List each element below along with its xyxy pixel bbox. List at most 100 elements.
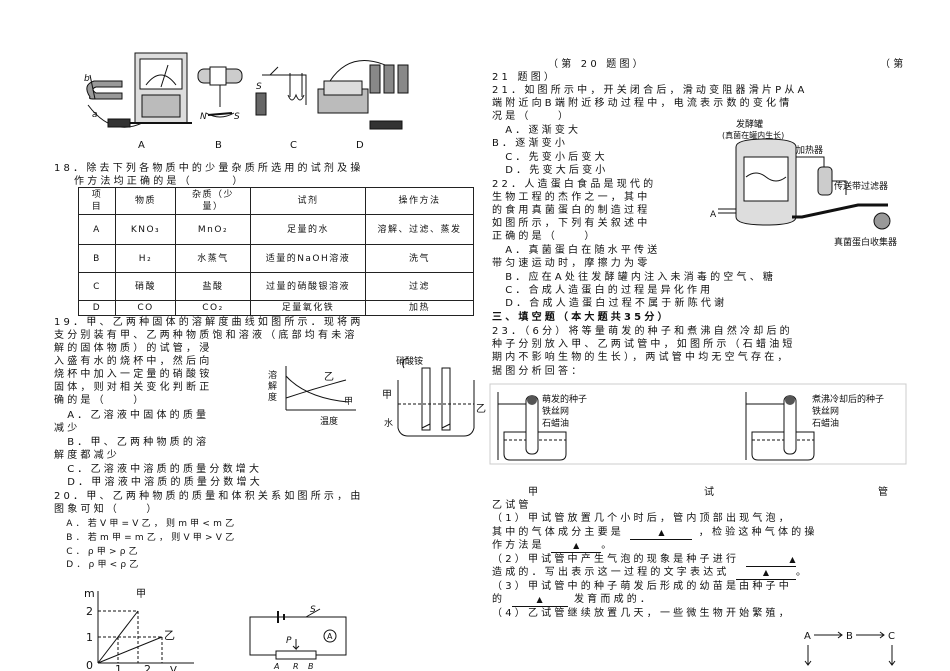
q18-cell-reagent: 足量的水 <box>250 214 366 245</box>
q23-part4-a: （4）乙试管继续放置几天，一些微生物开始繁殖， <box>492 608 792 619</box>
q22-line: 22．人造蛋白食品是现代的 <box>492 179 657 190</box>
fig22-collector-label: 真菌蛋白收集器 <box>834 236 897 248</box>
q19-ylabel-1: 溶 <box>268 369 277 381</box>
q17-b-n: N <box>200 112 207 122</box>
q17-label-c: C <box>290 140 297 151</box>
q21-line: 端附近向B端附近移动过程中，电流表示数的变化情 <box>492 98 793 109</box>
q23-blank-5[interactable]: ▲ <box>511 593 568 607</box>
q17-figure-d <box>317 60 409 130</box>
q18-cell-id: B <box>78 244 116 273</box>
q18-cell-reagent: 过量的硝酸银溶液 <box>250 272 366 301</box>
q23-part1-b-line: 其中的气体成分主要是 ▲ ，检验这种气体的操 <box>492 526 818 540</box>
q19-salt-label: 硝酸铵 <box>396 355 423 367</box>
fig22-belt-label: 传送带过滤器 <box>834 180 888 192</box>
q21-option-d: D．先变大后变小 <box>492 165 609 176</box>
q18-table: 项目 物质 杂质（少量） 试剂 操作方法 A KNO₃ MnO₂ 足量的水 溶解… <box>78 187 474 316</box>
blank-marker-icon: ▲ <box>789 555 796 564</box>
q23-line: 期内不影响生物的生长），两试管中均无空气存在， <box>492 352 791 363</box>
q19-line: 解的固体物质）的试管，浸 <box>54 343 213 354</box>
q22-line: 如图所示，下列有关叙述中 <box>492 218 651 229</box>
q23-blank-4[interactable]: ▲ <box>736 566 796 580</box>
q20-xunit: V <box>170 665 177 671</box>
q18-cell-substance: CO <box>115 300 176 316</box>
q23-part1-a: （1）甲试管放置几个小时后，管内顶部出现气泡， <box>492 513 792 524</box>
q21-b-end: B <box>308 662 314 671</box>
q19-line: A．乙溶液中固体的质量 <box>54 410 210 421</box>
curve-yi <box>285 379 347 399</box>
q23-part1-d-line: 作方法是 ▲。 <box>492 539 615 553</box>
q18-cell-operation: 洗气 <box>365 244 474 273</box>
q18-header-substance: 物质 <box>115 187 176 215</box>
q22-option-b: B．应在A处往发酵罐内注入未消毒的空气、糖 <box>492 272 777 283</box>
q23-part3-a: （3）甲试管中的种子萌发后形成的幼苗是由种子中 <box>492 581 792 592</box>
q20-x1: 1 <box>115 663 122 671</box>
ammeter-icon <box>323 629 337 643</box>
q18-cell-operation: 溶解、过滤、蒸发 <box>365 214 474 245</box>
q21-line: 况是（ ） <box>492 111 572 122</box>
q23-test-tube-figure: 萌发的种子 铁丝网 石蜡油 煮沸冷却后的种子 铁丝网 石蜡油 <box>489 383 907 465</box>
arrow-node-a: A <box>804 631 811 642</box>
q19-line: 支分别装有甲、乙两种物质饱和溶液（底部均有未溶 <box>54 330 358 341</box>
line-yi <box>97 636 163 664</box>
q19-tube-yi: 乙 <box>476 403 486 415</box>
q19-ylabel-2: 解 <box>268 380 277 392</box>
q20-x2: 2 <box>144 663 151 671</box>
q21-option-a: A．逐渐变大 <box>492 125 582 136</box>
fig22-tank-sub: (真菌在罐内生长) <box>722 130 784 140</box>
fig23-right-mesh: 铁丝网 <box>812 405 839 417</box>
table-row: C 硝酸 盐酸 过量的硝酸银溶液 过滤 <box>78 272 474 301</box>
q18-cell-id: D <box>78 300 116 316</box>
fig21-caption-start: （第 <box>880 59 907 70</box>
q21-switch-label: S <box>310 605 316 615</box>
q23-line: 23．（6分）将等量萌发的种子和煮沸自然冷却后的 <box>492 326 793 337</box>
table-row: D CO CO₂ 足量氧化铁 加热 <box>78 300 474 316</box>
q23-part3-c: 发育而成的． <box>573 594 654 605</box>
q23-blank-1[interactable]: ▲ <box>630 526 693 540</box>
q17-c-s: S <box>256 82 262 92</box>
q17-figures: b a A N S B S C D <box>84 52 409 151</box>
q21-slider-label: P <box>286 636 292 646</box>
q23-blank-2[interactable]: ▲ <box>551 539 602 553</box>
q20-y2: 2 <box>86 605 93 618</box>
q18-header-row: 项目 物质 杂质（少量） 试剂 操作方法 <box>78 187 474 215</box>
q22-line: 正确的是（ ） <box>492 231 598 242</box>
fig23-right-oil: 石蜡油 <box>812 417 839 429</box>
q23-part1-c: ，检验这种气体的操 <box>698 527 818 538</box>
q18-header-impurity: 杂质（少量） <box>175 187 251 215</box>
q21-option-b: B．逐渐变小 <box>492 138 569 149</box>
q23-part3-b: 的 <box>492 594 506 605</box>
arrow-node-b: B <box>846 631 853 642</box>
q23-blank-3[interactable]: ▲ <box>745 553 796 567</box>
q19-line: 19．甲、乙两种固体的溶解度曲线如图所示．现将两 <box>54 317 364 328</box>
q21-option-c: C．先变小后变大 <box>492 152 608 163</box>
q22-fermentation-figure: 发酵罐 (真菌在罐内生长) A 加热器 传送带过滤器 真菌蛋白收集器 <box>710 118 897 248</box>
q17-b-s: S <box>234 112 240 122</box>
q18-cell-substance: KNO₃ <box>115 214 176 245</box>
fig23-left-mesh: 铁丝网 <box>542 405 569 417</box>
q17-label-b: B <box>215 140 222 151</box>
q20-origin: 0 <box>86 659 93 671</box>
q19-water-label: 水 <box>384 417 393 429</box>
q17-label-d: D <box>356 140 364 151</box>
q22-option-c: C．合成人造蛋白的过程是异化作用 <box>492 285 714 296</box>
q19-tube-jia: 甲 <box>382 390 392 401</box>
fig23-caption-tube: 管 <box>878 487 892 498</box>
q18-stem-line1: 18．除去下列各物质中的少量杂质所选用的试剂及操 <box>54 163 364 174</box>
fig22-tank-label: 发酵罐 <box>736 118 763 130</box>
fig23-right-seed: 煮沸冷却后的种子 <box>812 393 884 405</box>
q19-line: C．乙溶液中溶质的质量分数增大 <box>54 464 263 475</box>
q22-option-a: A．真菌蛋白在随水平传送 <box>492 245 661 256</box>
q21-circuit-figure: A S P A R B <box>249 605 347 671</box>
q20-line: 20．甲、乙两种物质的质量和体积关系如图所示，由 <box>54 491 364 502</box>
q22-line: 的食用真菌蛋白的制造过程 <box>492 205 651 216</box>
q19-beaker-figure: 硝酸铵 甲 水 乙 <box>382 355 486 437</box>
q23-line: 据图分析回答： <box>492 366 585 377</box>
q18-cell-substance: 硝酸 <box>115 272 176 301</box>
fig22-heater-label: 加热器 <box>796 144 823 156</box>
q18-header-operation: 操作方法 <box>365 187 474 215</box>
q23-part2-b: 造成的．写出表示这一过程的文字表达式 <box>492 567 730 578</box>
q19-curve-yi-label: 乙 <box>324 371 334 383</box>
fig23-left-oil: 石蜡油 <box>542 417 569 429</box>
q18-header-id: 项目 <box>78 187 116 215</box>
fig22-inlet: A <box>710 210 717 220</box>
